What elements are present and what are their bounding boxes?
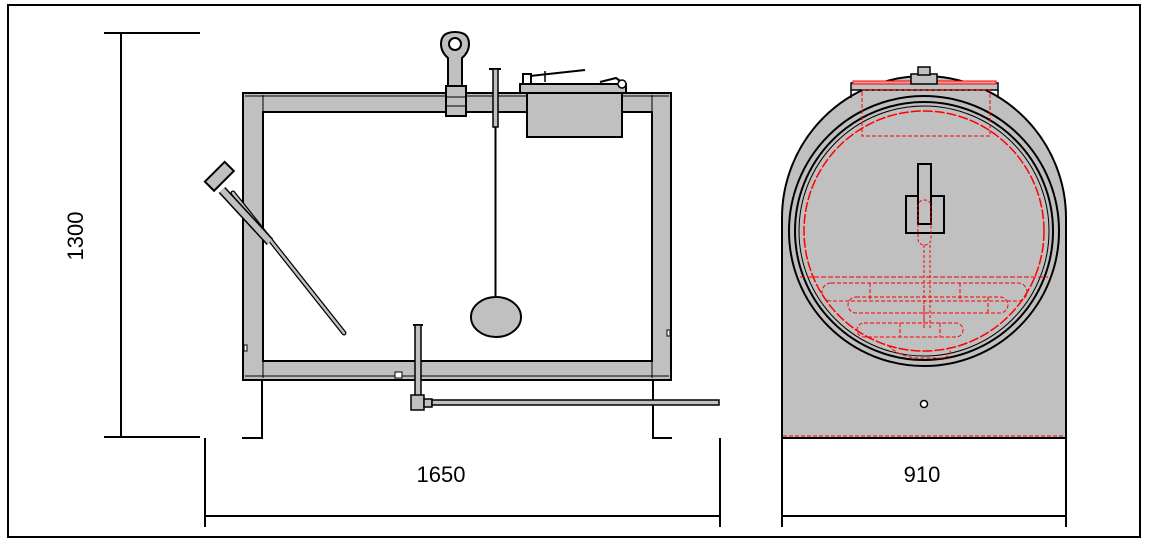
lifting-eye — [439, 30, 471, 117]
width-dimension: 910 — [781, 438, 1067, 527]
length-dimension-label: 1650 — [417, 462, 466, 487]
length-dimension: 1650 — [204, 438, 721, 527]
height-dimension-label: 1300 — [63, 212, 88, 261]
height-dimension: 1300 — [63, 32, 200, 438]
float-level-gauge — [470, 68, 522, 338]
thermometer-probe — [203, 160, 347, 336]
width-dimension-label: 910 — [904, 462, 941, 487]
side-view — [203, 30, 720, 439]
left-leg — [242, 380, 263, 439]
drain-hole — [919, 399, 929, 409]
tank-inner-hidden — [803, 110, 1045, 352]
manhole-lid — [519, 69, 627, 138]
drain-valve — [410, 324, 720, 411]
right-leg — [652, 380, 672, 439]
heating-coil-hidden — [821, 282, 1028, 359]
front-view — [781, 66, 1067, 439]
top-flange — [850, 66, 999, 137]
page-border — [7, 4, 1141, 538]
